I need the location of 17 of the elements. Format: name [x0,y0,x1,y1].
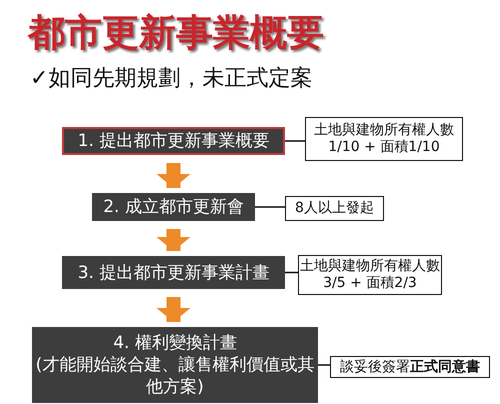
process-box: 1. 提出都市更新事業概要 [62,127,285,155]
note-box: 土地與建物所有權人數3/5 + 面積2/3 [298,255,442,295]
process-box: 4. 權利變換計畫 (才能開始談合建、讓售權利價值或其他方案) [32,327,318,403]
note-box: 土地與建物所有權人數1/10 + 面積1/10 [305,117,463,161]
process-box: 3. 提出都市更新事業計畫 [62,256,285,289]
connector-line [318,364,330,366]
arrow [156,229,190,251]
title: 都市更新事業概要 [28,9,324,56]
subtitle: ✓如同先期規劃，未正式定案 [30,65,312,93]
note-box: 8人以上發起 [285,196,384,221]
connector-line [285,140,305,142]
connector-line [285,272,298,274]
connector-line [255,206,285,208]
arrow [156,297,190,322]
process-box: 2. 成立都市更新會 [92,193,255,221]
note-box: 談妥後簽署正式同意書 [330,356,490,378]
arrow [156,163,190,188]
